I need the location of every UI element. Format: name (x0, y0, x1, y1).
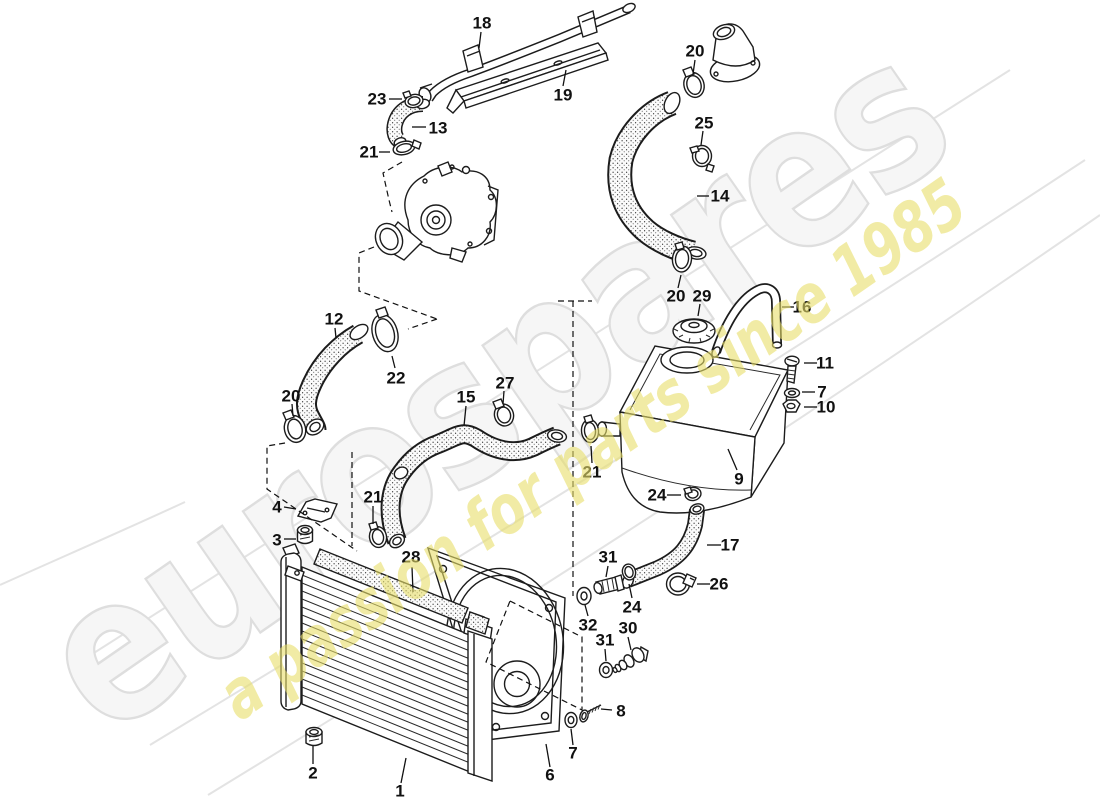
vent-hose-16 (711, 283, 783, 358)
part-label-30: 30 (619, 619, 638, 638)
part-label-32: 32 (579, 616, 598, 635)
part-label-7-right: 7 (817, 383, 826, 402)
nut-10 (782, 399, 801, 413)
part-label-26: 26 (710, 575, 729, 594)
part-label-7-bottom: 7 (568, 744, 577, 763)
part-label-14: 14 (711, 187, 730, 206)
diagram-art (280, 2, 801, 782)
screw-11 (784, 355, 800, 384)
leader-lines (283, 31, 817, 784)
part-label-29: 29 (693, 287, 712, 306)
fitting-31 (593, 574, 625, 595)
part-label-11: 11 (816, 354, 834, 373)
part-label-10: 10 (817, 398, 836, 417)
grommet-3 (296, 524, 314, 545)
part-label-13: 13 (429, 119, 448, 138)
clamp-25 (689, 144, 715, 173)
background-arcs (0, 69, 1100, 796)
washer-7-right (783, 387, 801, 399)
part-label-19: 19 (554, 86, 573, 105)
washer-31-lower (598, 661, 614, 679)
part-label-21-tank: 21 (583, 463, 602, 482)
bracket-4 (296, 498, 338, 523)
clamp-27 (492, 398, 515, 427)
bracket-19 (446, 42, 609, 114)
radiator (280, 543, 493, 782)
part-label-31-lower: 31 (596, 631, 615, 650)
water-neck (709, 23, 761, 83)
washer-32 (576, 586, 592, 606)
part-label-20-mid: 20 (667, 287, 686, 306)
part-label-25: 25 (695, 114, 714, 133)
part-label-1: 1 (395, 782, 404, 800)
clamp-24-upper (683, 486, 702, 502)
dashed-construction-lines (266, 161, 592, 711)
clamp-20-mid (671, 241, 693, 273)
part-label-20-top: 20 (686, 42, 705, 61)
part-label-18: 18 (473, 14, 492, 33)
hose-12 (296, 323, 369, 436)
foam-strip (313, 548, 490, 635)
water-pump (374, 161, 499, 263)
clamp-21-tank (580, 414, 600, 444)
part-label-15: 15 (457, 388, 476, 407)
part-label-27: 27 (496, 374, 515, 393)
part-label-9: 9 (734, 470, 743, 489)
clamp-26 (665, 572, 697, 596)
part-label-16: 16 (793, 298, 812, 317)
part-label-2: 2 (308, 764, 317, 783)
part-labels: 18 19 23 13 20 25 21 14 12 22 20 20 29 1… (272, 14, 835, 800)
part-label-31-upper: 31 (599, 548, 618, 567)
part-label-17: 17 (721, 536, 740, 555)
clamp-23 (402, 90, 424, 109)
clamp-22 (371, 306, 399, 353)
part-label-24-lower: 24 (623, 598, 642, 617)
part-label-8: 8 (616, 702, 625, 721)
part-label-22: 22 (387, 369, 406, 388)
clamp-21-left (368, 521, 388, 549)
tank-cap (672, 318, 716, 344)
clamp-20-top (682, 66, 705, 99)
part-label-21-top: 21 (360, 143, 379, 162)
part-label-28: 28 (402, 548, 421, 567)
clamp-24-lower (621, 563, 637, 581)
part-label-12: 12 (325, 310, 344, 329)
clamp-21-top (392, 139, 422, 156)
washer-7-bottom (564, 711, 578, 729)
valve-30 (612, 645, 649, 674)
clamp-20-left (282, 409, 307, 444)
part-label-3: 3 (272, 531, 281, 550)
part-label-24-upper: 24 (648, 486, 667, 505)
grommet-2 (305, 726, 323, 747)
part-label-4: 4 (272, 498, 282, 517)
hose-15 (380, 424, 568, 549)
part-label-20-left: 20 (282, 387, 301, 406)
part-label-21-left: 21 (364, 488, 383, 507)
screw-8 (579, 704, 602, 723)
part-label-23: 23 (368, 90, 387, 109)
expansion-tank (596, 345, 790, 514)
part-label-6: 6 (545, 766, 554, 785)
